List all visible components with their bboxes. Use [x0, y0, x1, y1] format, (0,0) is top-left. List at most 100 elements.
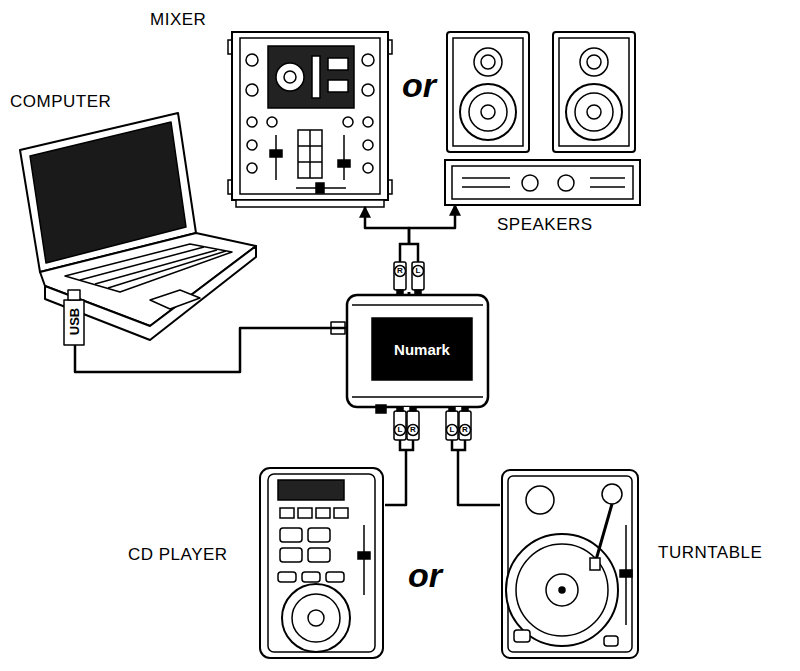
- woofer: [575, 93, 613, 131]
- knob: [284, 71, 296, 83]
- plug-badge: [408, 425, 419, 436]
- device-label: TURNTABLE: [658, 543, 762, 563]
- plug-badge: [460, 425, 471, 436]
- woofer: [587, 105, 601, 119]
- device-label: SPEAKERS: [497, 215, 593, 235]
- wire-merge: [400, 440, 413, 450]
- laptop-drawing: [20, 113, 345, 345]
- brand-name: Numark: [372, 318, 472, 380]
- knob: [247, 117, 257, 127]
- computer-node: COMPUTER: [15, 112, 260, 345]
- fader-cap: [270, 150, 282, 157]
- platter: [516, 544, 608, 636]
- button: [298, 508, 312, 518]
- woofer: [469, 93, 507, 131]
- button: [280, 528, 302, 542]
- wire-cover: [405, 244, 413, 292]
- touchpad: [150, 290, 200, 309]
- knob: [276, 63, 304, 91]
- button: [278, 572, 296, 582]
- mixer-display: [268, 46, 354, 108]
- button: [604, 636, 618, 646]
- mixer-node: MIXER: [230, 30, 390, 207]
- rca-plug: [459, 411, 471, 440]
- crossfader-cap: [316, 183, 324, 193]
- knob: [246, 54, 258, 66]
- interface-edge: [352, 396, 483, 398]
- record-label: [546, 574, 578, 606]
- pitch-cap: [620, 570, 632, 577]
- mixer-drawing: [228, 32, 392, 207]
- counterweight: [602, 484, 622, 504]
- or-label: or: [408, 556, 442, 595]
- plug-badge: [395, 425, 406, 436]
- cable-connector: [75, 328, 347, 372]
- button: [280, 508, 294, 518]
- woofer: [481, 105, 495, 119]
- interface-edge: [352, 304, 483, 306]
- interface-node: Numark: [347, 295, 488, 407]
- usb-label: USB: [67, 302, 82, 342]
- turntable-body: [502, 470, 638, 658]
- button: [334, 508, 348, 518]
- channel-letter: L: [394, 425, 406, 435]
- fader: [312, 56, 320, 98]
- cable-connector: [458, 407, 500, 505]
- cd-display: [278, 480, 344, 500]
- tweeter: [474, 48, 502, 76]
- plug-tip: [397, 290, 403, 295]
- knob: [363, 140, 373, 150]
- grille-line: [462, 186, 510, 188]
- knob: [246, 84, 258, 96]
- knob: [363, 163, 373, 173]
- speakers-node: SPEAKERS: [445, 30, 640, 205]
- plug-tip: [410, 407, 416, 411]
- speaker-face: [559, 38, 629, 146]
- amplifier-face: [452, 166, 633, 199]
- cd-player-drawing: [260, 468, 383, 658]
- plug-tip: [462, 407, 468, 411]
- plug-badge: [413, 266, 424, 277]
- keyboard: [65, 244, 232, 292]
- wire-split: [400, 244, 418, 262]
- jog-wheel: [292, 594, 340, 642]
- channel-letter: R: [407, 425, 419, 435]
- knob: [247, 163, 257, 173]
- mixer-face: [240, 38, 380, 194]
- tweeter: [580, 48, 608, 76]
- mixer-base: [236, 200, 384, 207]
- tonearm: [596, 504, 612, 560]
- knob: [363, 117, 373, 127]
- fader-cap: [338, 160, 350, 167]
- tweeter: [587, 55, 601, 69]
- knob: [558, 175, 574, 191]
- knob: [267, 117, 277, 127]
- mixer-panel: [232, 32, 388, 200]
- pitch-track: [363, 525, 365, 595]
- button-grid: [298, 130, 322, 178]
- plug-tip: [397, 407, 403, 411]
- wire-cover: [403, 407, 410, 449]
- button: [308, 548, 330, 562]
- speakers-drawing: [445, 32, 640, 205]
- usb-tip: [68, 290, 80, 300]
- interface-drawing: [347, 295, 488, 413]
- turntable-node: TURNTABLE: [500, 468, 640, 660]
- button: [316, 508, 330, 518]
- rca-plug: [407, 411, 419, 440]
- cd-player-node: CD PLAYER: [258, 465, 385, 660]
- amplifier: [445, 160, 640, 205]
- channel-letter: L: [412, 266, 424, 276]
- usb-plug: [331, 322, 345, 334]
- turntable-drawing: [502, 470, 638, 658]
- button: [302, 572, 320, 582]
- key-row: [95, 250, 217, 284]
- spindle: [559, 587, 565, 593]
- device-label: COMPUTER: [10, 92, 111, 112]
- wire-cover: [455, 407, 462, 449]
- usb-plug: [64, 300, 84, 345]
